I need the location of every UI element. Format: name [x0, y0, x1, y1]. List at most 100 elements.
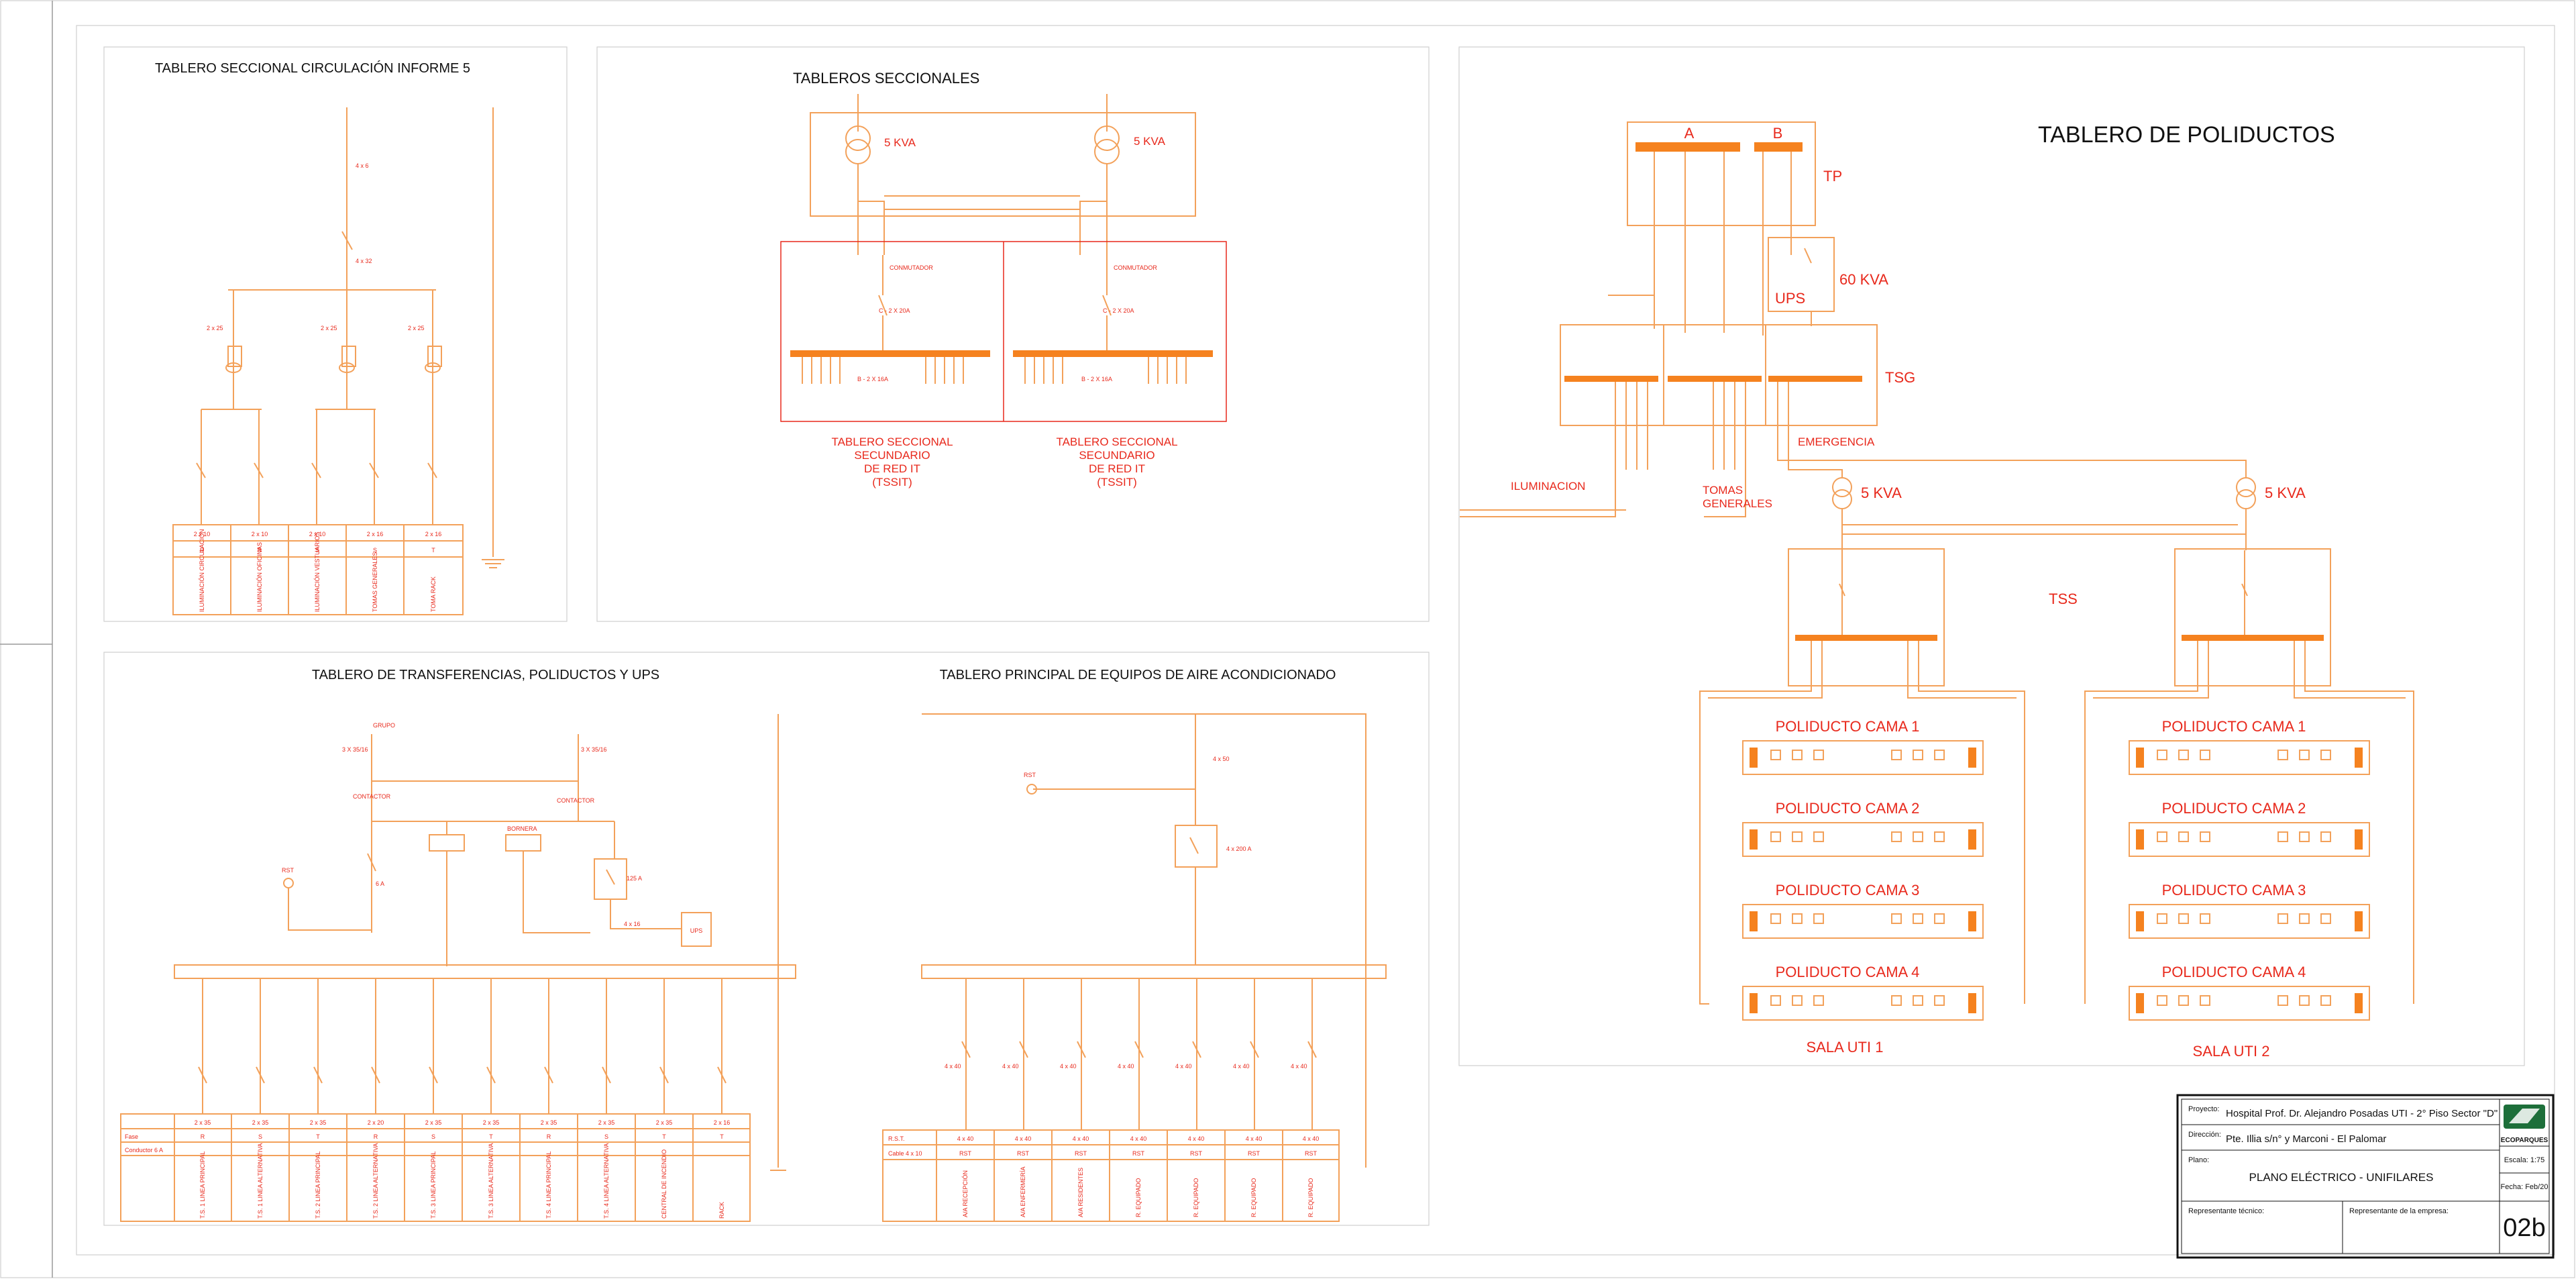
circuit-label: T.S. 3 LINEA PRINCIPAL [430, 1152, 437, 1219]
circuit-label: ILUMINACIÓN CIRCULACIÓN [199, 529, 205, 612]
branch-label: 2 x 25 [408, 325, 425, 331]
bus-bar [2182, 635, 2324, 641]
main-busbar [174, 964, 796, 979]
row-header: Conductor 6 A [125, 1147, 163, 1154]
circuit-conductor: 4 x 40 [1303, 1135, 1320, 1142]
output-label: B - 2 X 16A [857, 376, 888, 382]
circuit-conductor: 2 x 20 [368, 1119, 384, 1126]
branch-label: 2 x 25 [207, 325, 223, 331]
ups-box-label: UPS [690, 927, 703, 934]
tss-kva-label: 5 KVA [2265, 484, 2306, 501]
ground-icon [482, 559, 504, 568]
tssit-caption: DE RED IT [1089, 462, 1145, 475]
circuit-conductor: 2 x 35 [656, 1119, 673, 1126]
circuit-phase: RST [959, 1150, 972, 1157]
breaker-label: 6 A [376, 880, 384, 887]
circuit-label: R. EQUIPADO [1193, 1178, 1199, 1217]
transfer-circuit-drops [198, 978, 727, 1114]
feed-label: 3 X 35/16 [581, 746, 607, 753]
direccion-value: Pte. Illia s/n° y Marconi - El Palomar [2226, 1133, 2386, 1145]
branch-label: 4 x 40 [1291, 1063, 1307, 1070]
feed-label: 4 x 50 [1213, 756, 1230, 762]
tecnico-label: Representante técnico: [2188, 1207, 2264, 1215]
proyecto-value: Hospital Prof. Dr. Alejandro Posadas UTI… [2226, 1108, 2498, 1119]
transformer-tss-2: 5 KVA [2236, 477, 2306, 550]
circuit-phase: RST [1132, 1150, 1145, 1157]
main-breaker-label: 4 x 200 A [1226, 846, 1252, 852]
tss-label: TSS [2049, 591, 2078, 607]
circuit-label: T.S. 3 LINEA ALTERNATIVA [488, 1143, 494, 1219]
empresa-label: Representante de la empresa: [2349, 1207, 2449, 1215]
strip-sockets [1750, 748, 2363, 1013]
circuit-phase: RST [1075, 1150, 1087, 1157]
poliducto-strip [1742, 904, 1984, 939]
tssit-caption: TABLERO SECCIONAL [1056, 436, 1177, 448]
bed-label: POLIDUCTO CAMA 3 [2162, 882, 2306, 899]
circuit-phase: R [374, 1133, 378, 1140]
circuit-phase: S [258, 1133, 262, 1140]
circuit-label: T.S. 2 LINEA ALTERNATIVA [372, 1143, 379, 1219]
branch-breakers: 2 x 25 2 x 25 2 x 25 [207, 290, 442, 409]
emergencia-label: EMERGENCIA [1798, 436, 1875, 448]
circuit-phase: T [489, 1133, 493, 1140]
circuit-conductor: 2 x 10 [194, 531, 211, 538]
row-header: Fase [125, 1133, 138, 1140]
poliducto-strip [2129, 904, 2370, 939]
panel-seccionales-title: TABLEROS SECCIONALES [793, 70, 979, 87]
bed-label: POLIDUCTO CAMA 2 [1776, 800, 1920, 817]
poliducto-strip [1742, 822, 1984, 857]
circuit-label: T.S. 2 LINEA PRINCIPAL [315, 1152, 321, 1219]
circuit-conductor: 2 x 16 [367, 531, 384, 538]
terminal-block [429, 834, 465, 852]
circuit-conductor: 4 x 40 [957, 1135, 974, 1142]
circuit-conductor: 4 x 40 [1073, 1135, 1089, 1142]
circuit-phase: T [720, 1133, 724, 1140]
feed-label: 3 X 35/16 [342, 746, 368, 753]
proyecto-label: Proyecto: [2188, 1105, 2219, 1113]
aire-circuit-table: R.S.T. Cable 4 x 10 4 x 40 4 x 40 4 x 40… [882, 1129, 1340, 1222]
circuit-label: ILUMINACIÓN VESTUARIOS [314, 531, 321, 612]
aire-circuit-drops: 4 x 40 4 x 40 4 x 40 4 x 40 4 x 40 4 x 4… [945, 978, 1317, 1130]
circuit-label: T.S. 4 LINEA ALTERNATIVA [603, 1143, 610, 1219]
ups-feed-label: 4 x 16 [624, 921, 641, 927]
tssit-caption: SECUNDARIO [1079, 449, 1155, 462]
circuit-phase: S [373, 547, 377, 554]
bed-label: POLIDUCTO CAMA 1 [2162, 718, 2306, 735]
bed-label: POLIDUCTO CAMA 4 [2162, 964, 2306, 980]
panel-seccionales: TABLEROS SECCIONALES 5 KVA 5 KVA CONMUTA… [596, 46, 1430, 622]
circuit-conductor: 4 x 40 [1188, 1135, 1205, 1142]
poliducto-strip [1742, 986, 1984, 1021]
circuit-phase: S [431, 1133, 435, 1140]
panel-circulacion: TABLERO SECCIONAL CIRCULACIÓN INFORME 5 … [103, 46, 568, 622]
tomas-label: GENERALES [1703, 497, 1772, 510]
circuit-label: ILUMINACIÓN OFICINAS [256, 542, 263, 612]
breaker-label: 125 A [627, 875, 642, 882]
bus-bar [1768, 376, 1862, 382]
circuit-conductor: 2 x 35 [541, 1119, 557, 1126]
contactor-label: CONTACTOR [557, 797, 595, 804]
bus-bar [1795, 635, 1937, 641]
room-label: SALA UTI 1 [1807, 1039, 1884, 1056]
circuit-phase: R [201, 1133, 205, 1140]
circuit-phase: RST [1305, 1150, 1318, 1157]
circuit-conductor: 2 x 35 [310, 1119, 327, 1126]
plano-value: PLANO ELÉCTRICO - UNIFILARES [2249, 1171, 2434, 1184]
circuit-conductor: 2 x 16 [425, 531, 442, 538]
branch-label: 4 x 40 [1233, 1063, 1250, 1070]
sala-uti-1: POLIDUCTO CAMA 1 POLIDUCTO CAMA 2 POLIDU… [1742, 718, 1984, 1056]
transfer-circuit-table: Fase Conductor 6 A 2 x 35 2 x 35 2 x 35 … [120, 1113, 751, 1222]
panel-circulacion-title: TABLERO SECCIONAL CIRCULACIÓN INFORME 5 [155, 60, 470, 76]
inner-border [76, 25, 2555, 1256]
tp-label: TP [1823, 168, 1842, 185]
feeder-bottom-label: 4 x 32 [356, 258, 372, 264]
transformer-left: 5 KVA [845, 94, 916, 255]
bus-b [1754, 142, 1803, 152]
circuit-phase: R [200, 547, 205, 554]
tss-kva-label: 5 KVA [1861, 484, 1902, 501]
transformer-tss-1: 5 KVA [1832, 477, 2246, 550]
circuit-conductor: 2 x 35 [425, 1119, 442, 1126]
bus-a-label: A [1684, 125, 1695, 142]
circuit-phase: RST [1248, 1150, 1260, 1157]
circuit-phase: T [662, 1133, 666, 1140]
